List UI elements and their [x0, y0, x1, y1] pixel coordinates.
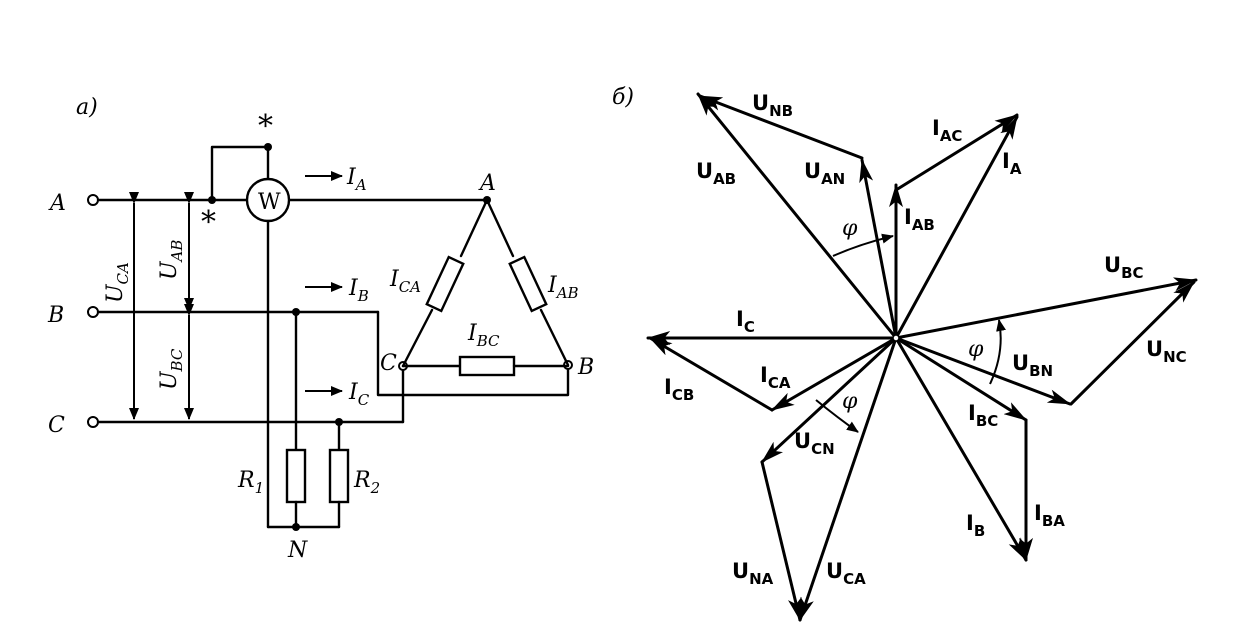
resistor-ca [425, 255, 465, 313]
current-label-ib: IB [348, 276, 369, 305]
current-label-iab: IAB [547, 273, 579, 302]
label-iba: IBA [1034, 501, 1065, 530]
label-ubn: UBN [1012, 351, 1053, 380]
wattmeter-label: W [258, 190, 281, 215]
panel-b-phasor-diagram: б) [612, 85, 1198, 622]
phi-arc-b [989, 319, 1006, 385]
label-unc: UNC [1146, 337, 1187, 366]
panel-a-title: а) [76, 95, 98, 120]
current-label-ica: ICA [389, 267, 421, 296]
phi-label-a: φ [842, 216, 858, 241]
terminal-b [87, 306, 99, 318]
star-mark-top: * [258, 109, 273, 144]
label-ica: ICA [760, 363, 791, 392]
node-a-label: A [478, 171, 496, 196]
voltage-label-uab: UAB [157, 240, 186, 280]
label-icb: ICB [664, 375, 694, 404]
phasor-uan [859, 158, 898, 340]
resistor-ab [508, 255, 548, 313]
phasor-una [760, 460, 802, 622]
branch-ab-wire [539, 308, 570, 367]
phasor-ubc [894, 277, 1198, 340]
label-ubc: UBC [1104, 253, 1144, 282]
terminal-c-label: C [48, 413, 65, 438]
phasor-ucn [760, 336, 898, 464]
label-iac: IAC [932, 116, 962, 145]
phasor-uab [696, 92, 898, 340]
neutral-label: N [287, 538, 308, 563]
phi-arc-a [832, 233, 894, 257]
phasor-ia [894, 115, 1019, 340]
label-ib: IB [966, 511, 985, 540]
phasor-ibc [894, 336, 1028, 422]
label-unb: UNB [752, 91, 793, 120]
phasor-ubn [894, 336, 1072, 406]
terminal-c [87, 416, 99, 428]
neutral-dot [292, 523, 300, 531]
node-b-label: B [577, 355, 594, 380]
current-label-ibc: IBC [467, 321, 500, 350]
panel-b-title: б) [612, 85, 634, 110]
phasor-uca [798, 336, 898, 622]
branch-ab-wire [485, 198, 515, 258]
line-b-to-node-b [376, 310, 570, 397]
label-una: UNA [732, 559, 774, 588]
label-ic: IC [736, 307, 755, 336]
phasor-iac [894, 113, 1019, 192]
current-label-ia: IA [346, 165, 367, 194]
label-ibc: IBC [968, 401, 998, 430]
phi-label-b: φ [968, 337, 984, 362]
phasor-ib [894, 336, 1028, 562]
terminal-b-label: B [47, 303, 64, 328]
star-mark-left: * [201, 205, 216, 240]
panel-a-circuit: а) A B C W * * IA IB IC [47, 95, 594, 563]
resistor-r2 [328, 448, 350, 504]
branch-ca-wire [401, 308, 434, 368]
label-uca: UCA [826, 559, 866, 588]
junction-dot [264, 143, 272, 151]
resistor-bc [458, 355, 516, 377]
resistor-r1 [285, 448, 307, 504]
phasor-origin [892, 334, 900, 342]
terminal-a [87, 194, 99, 206]
junction-dot [208, 196, 216, 204]
r2-label: R2 [353, 468, 380, 497]
phasor-ica [770, 336, 898, 412]
phasor-icb [648, 336, 774, 412]
phi-label-c: φ [842, 389, 858, 414]
node-c-label: C [380, 351, 397, 376]
phi-arc-c [815, 399, 859, 433]
r1-label: R1 [237, 468, 264, 497]
current-label-ic: IC [348, 380, 370, 409]
phasor-unb [698, 94, 864, 160]
wattmeter-voltage-coil-lead [210, 145, 270, 202]
terminal-a-label: A [48, 191, 66, 216]
voltage-label-uca: UCA [103, 262, 132, 303]
voltage-label-ubc: UBC [157, 348, 186, 390]
label-ucn: UCN [794, 429, 835, 458]
label-ia: IA [1002, 149, 1022, 178]
branch-ca-wire [459, 198, 489, 258]
label-uan: UAN [804, 159, 845, 188]
label-iab: IAB [904, 205, 935, 234]
label-uab: UAB [696, 159, 736, 188]
phasor-unc [1069, 280, 1196, 406]
